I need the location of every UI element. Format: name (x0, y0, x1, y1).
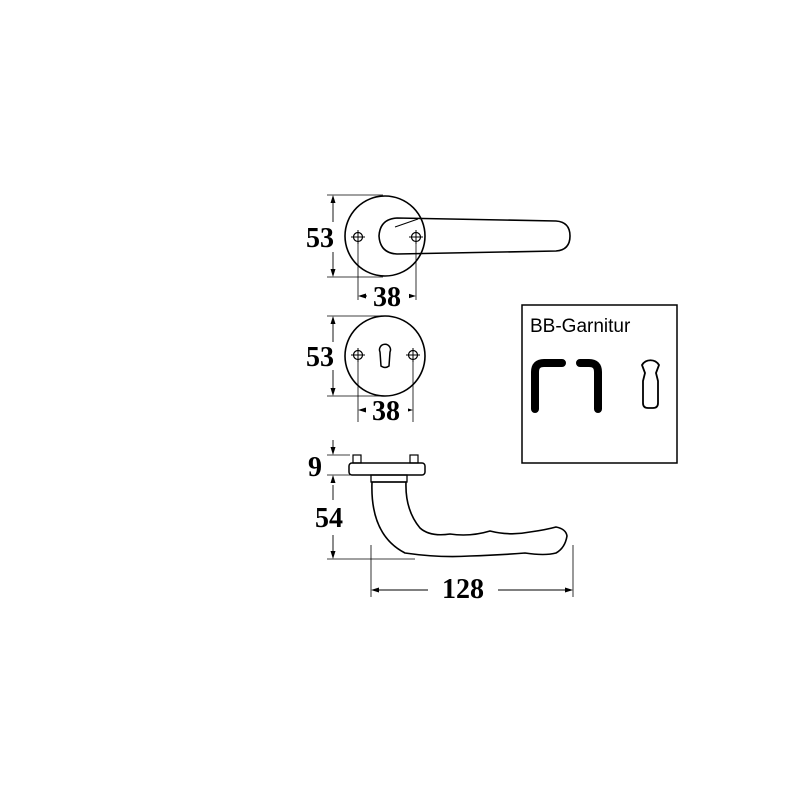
rose-thickness-label: 9 (308, 452, 322, 483)
key-rose-spacing-dimension: 38 (357, 362, 414, 427)
rose-thickness-dimension: 9 (308, 440, 350, 483)
key-rose-outline (344, 315, 426, 397)
lever-height-dimension: 54 (315, 485, 415, 560)
lever-handle-pair-icon (531, 359, 602, 413)
key-rose-height-dimension: 53 (306, 315, 383, 397)
bb-garnitur-badge: BB-Garnitur (521, 304, 678, 464)
key-rose-height-label: 53 (306, 342, 334, 373)
keyhole-slot (378, 343, 392, 369)
lever-handle-side-profile (371, 481, 568, 558)
screw-icon (409, 230, 423, 244)
lever-rose-front-view: 53 38 (306, 194, 571, 313)
lever-side-view: 9 54 128 (308, 440, 574, 605)
screw-icon (406, 348, 420, 362)
lever-height-label: 54 (315, 503, 343, 534)
screw-icon (351, 348, 365, 362)
rose-plate-side (348, 462, 426, 476)
keyhole-icon (641, 359, 660, 409)
lever-rose-spacing-label: 38 (373, 282, 401, 313)
lever-rose-outline (344, 195, 426, 277)
key-rose-spacing-label: 38 (372, 396, 400, 427)
badge-title: BB-Garnitur (530, 316, 631, 337)
lever-handle-outline (378, 217, 571, 255)
lever-rose-spacing-dimension: 38 (357, 244, 417, 313)
lever-rose-height-label: 53 (306, 223, 334, 254)
key-rose-front-view: 53 38 (306, 315, 426, 427)
lever-length-dimension: 128 (370, 545, 574, 605)
screw-icon (351, 230, 365, 244)
lever-length-label: 128 (442, 574, 484, 605)
lever-rose-height-dimension: 53 (306, 194, 383, 278)
